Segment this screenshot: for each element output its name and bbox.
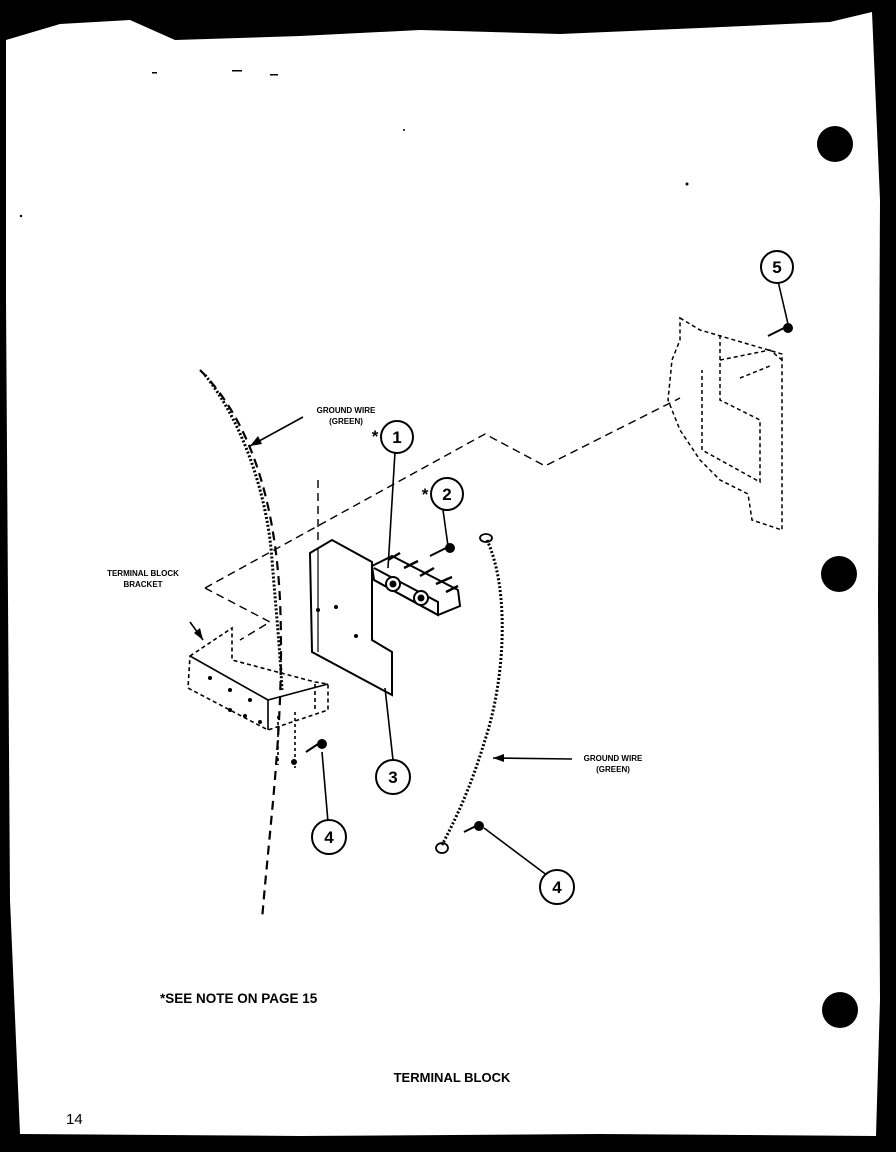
screw-part-4-right <box>463 821 484 833</box>
callout-2: 2 * <box>422 477 464 511</box>
plate-holes <box>316 605 358 638</box>
bracket-label-line2: BRACKET <box>123 580 162 589</box>
bracket-label-line1: TERMINAL BLOCK <box>107 569 179 578</box>
terminal-mounting-plate <box>308 538 393 697</box>
callout-4-left-number: 4 <box>324 828 334 847</box>
ground-wire-right-label-line1: GROUND WIRE <box>584 754 643 763</box>
right-unit-outline <box>667 316 783 532</box>
paper-sheet <box>6 12 880 1136</box>
terminal-block-studs <box>387 551 459 594</box>
callout-4-right: 4 <box>539 869 575 905</box>
ground-wire-top-label-line2: (GREEN) <box>329 417 363 426</box>
punch-hole-bottom <box>822 992 858 1028</box>
callout-1-number: 1 <box>392 428 401 447</box>
ground-wire-top <box>203 374 284 691</box>
ground-wire-right <box>440 539 504 846</box>
screw-part-4-left <box>291 739 327 765</box>
scan-specks <box>19 70 689 218</box>
diagram-title: TERMINAL BLOCK <box>394 1070 511 1085</box>
callout-5: 5 <box>760 250 794 284</box>
callout-2-asterisk: * <box>422 485 429 504</box>
ground-wire-top-label-line1: GROUND WIRE <box>317 406 376 415</box>
see-note-text: *SEE NOTE ON PAGE 15 <box>160 991 318 1006</box>
punch-hole-middle <box>821 556 857 592</box>
hidden-lines <box>204 397 681 641</box>
callout-1-asterisk: * <box>372 427 379 446</box>
callout-3-number: 3 <box>388 768 397 787</box>
ground-wire-right-label-line2: (GREEN) <box>596 765 630 774</box>
ground-wire-right-terminals <box>435 533 493 854</box>
punch-hole-top <box>817 126 853 162</box>
callout-2-number: 2 <box>442 485 451 504</box>
leader-arrowheads <box>194 436 504 762</box>
callout-5-number: 5 <box>772 258 781 277</box>
terminal-block-bracket <box>187 626 329 768</box>
page-number: 14 <box>66 1111 83 1128</box>
screw-part-5 <box>767 323 793 337</box>
callout-1: 1 * <box>372 420 414 454</box>
bracket-holes <box>208 676 262 724</box>
callout-3: 3 <box>375 759 411 795</box>
callout-4-right-number: 4 <box>552 878 562 897</box>
terminal-block <box>370 554 462 617</box>
callout-4-left: 4 <box>311 819 347 855</box>
